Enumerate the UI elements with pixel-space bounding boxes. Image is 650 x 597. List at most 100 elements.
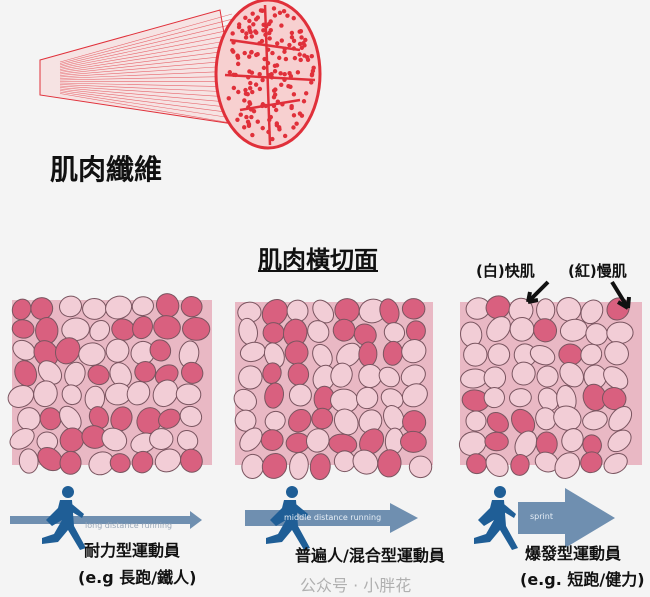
fiber-dot: [272, 92, 278, 97]
fast-twitch-fiber: [333, 408, 359, 436]
slow-twitch-fiber: [309, 453, 331, 481]
fiber-dot: [272, 63, 278, 69]
fast-twitch-fiber: [603, 452, 628, 474]
fiber-dot: [291, 125, 296, 130]
fiber-dot: [271, 88, 277, 93]
fiber-dot: [277, 55, 282, 61]
slow-twitch-fiber: [14, 360, 38, 387]
fiber-dot: [270, 136, 275, 142]
slow-twitch-fiber: [311, 407, 334, 430]
fiber-dot: [255, 119, 260, 124]
fast-twitch-fiber: [356, 386, 379, 410]
fiber-dot: [297, 52, 302, 57]
fiber-dot: [311, 65, 316, 71]
long-distance-arrow: [10, 511, 202, 529]
fiber-strand: [59, 82, 233, 88]
fiber-strand: [59, 34, 233, 69]
slow-twitch-fiber: [136, 407, 162, 435]
slow-twitch-fiber: [158, 408, 181, 429]
fiber-dot: [275, 41, 280, 46]
slow-twitch-fiber: [332, 318, 356, 342]
fiber-dot: [250, 132, 255, 138]
cross-section-title: 肌肉橫切面: [258, 246, 378, 274]
fiber-dot: [250, 11, 255, 16]
slow-twitch-fiber: [54, 337, 81, 365]
fast-twitch-fiber: [238, 365, 263, 390]
athlete-example-3: (e.g. 短跑/健力): [520, 570, 645, 589]
slow-twitch-fiber: [109, 453, 131, 473]
fascicle-boundary: [239, 98, 301, 112]
fast-twitch-fiber: [82, 298, 107, 320]
fast-twitch-fiber: [536, 365, 559, 388]
athlete-example-1: (e.g 長跑/鐵人): [78, 568, 197, 587]
fiber-strand: [59, 87, 233, 103]
slow-twitch-fiber: [131, 450, 154, 474]
cross-section-panels: [7, 280, 642, 481]
fiber-dot: [236, 24, 242, 30]
slow-twitch-fiber: [466, 453, 487, 475]
fiber-dot: [303, 91, 309, 96]
fast-twitch-fiber: [483, 387, 505, 409]
fiber-dot: [295, 70, 301, 75]
fast-twitch-fiber: [580, 299, 604, 325]
slow-twitch-fiber: [510, 454, 530, 476]
fiber-dot: [243, 35, 249, 40]
slow-twitch-fiber: [402, 410, 427, 435]
fast-twitch-fiber: [358, 363, 382, 389]
fiber-dot: [299, 113, 305, 118]
fiber-dot: [249, 114, 254, 120]
fiber-strand: [59, 85, 233, 98]
fiber-dot: [272, 13, 278, 18]
fiber-dot: [268, 19, 273, 24]
fiber-strand: [59, 60, 233, 76]
fiber-dot: [279, 38, 285, 43]
slow-twitch-fiber: [400, 430, 427, 453]
fiber-dot: [230, 31, 235, 36]
fiber-dot: [289, 104, 294, 109]
fast-twitch-fiber: [559, 318, 588, 342]
fast-twitch-fiber: [37, 360, 63, 385]
fiber-dot: [244, 114, 249, 120]
fiber-dot: [248, 80, 253, 86]
slow-twitch-pointer-arrow-icon: [610, 280, 631, 310]
fiber-strand: [59, 55, 233, 75]
slow-twitch-fiber: [59, 450, 82, 475]
fast-twitch-fiber: [352, 449, 379, 475]
fascicle-boundary: [224, 73, 316, 82]
fast-twitch-fiber: [536, 298, 556, 322]
fiber-strand: [59, 91, 233, 119]
fast-twitch-fiber: [559, 362, 584, 388]
fiber-dot: [244, 31, 249, 36]
fiber-dot: [282, 72, 287, 77]
fast-twitch-fiber: [401, 383, 428, 408]
fiber-dot: [255, 52, 260, 57]
fast-twitch-fiber: [154, 448, 182, 473]
slow-twitch-fiber: [180, 448, 203, 473]
fiber-dot: [282, 133, 288, 139]
runner-icon: [42, 486, 86, 550]
athlete-type-3: 爆發型運動員: [525, 544, 622, 563]
fiber-dot: [242, 50, 247, 56]
fiber-dot: [271, 6, 277, 11]
fiber-dot: [273, 107, 279, 113]
fiber-dot: [309, 73, 315, 78]
fast-twitch-fiber: [358, 409, 383, 434]
slow-twitch-fiber: [87, 364, 110, 386]
fiber-dot: [309, 80, 314, 85]
fast-twitch-fiber: [89, 320, 111, 342]
fast-twitch-fiber: [105, 338, 130, 363]
slow-twitch-fiber: [11, 298, 32, 321]
fiber-dot: [309, 53, 314, 59]
fiber-dot: [226, 96, 231, 101]
fiber-dot: [301, 99, 307, 104]
fiber-dot: [299, 35, 304, 40]
slow-twitch-fiber: [11, 319, 35, 339]
fiber-dot: [249, 70, 255, 75]
fiber-dot: [299, 45, 305, 51]
fast-twitch-fiber: [511, 361, 536, 386]
fiber-strand: [59, 90, 233, 114]
slow-twitch-fiber: [288, 408, 312, 433]
fast-twitch-fiber: [239, 427, 263, 452]
runner-body: [42, 500, 86, 550]
